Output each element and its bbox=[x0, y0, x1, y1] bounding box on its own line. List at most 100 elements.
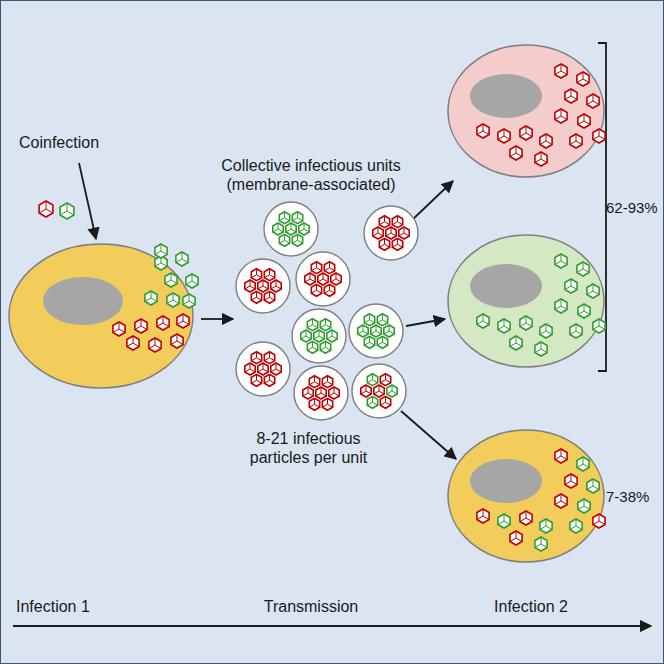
arrow bbox=[406, 319, 445, 326]
virus-particle bbox=[535, 537, 547, 551]
arrow bbox=[411, 181, 453, 221]
arrow bbox=[201, 318, 233, 320]
virus-particle bbox=[379, 238, 389, 250]
host-cell bbox=[448, 45, 604, 177]
virus-particle bbox=[587, 479, 599, 493]
virus-particle bbox=[367, 396, 377, 408]
virus-particle bbox=[520, 511, 532, 525]
virus-particle bbox=[264, 291, 274, 303]
virus-particle bbox=[320, 319, 330, 331]
virus-particle bbox=[498, 319, 510, 333]
virus-particle bbox=[322, 398, 332, 410]
virus-particle bbox=[593, 129, 605, 143]
virus-particle bbox=[361, 385, 371, 397]
virus-particle bbox=[577, 457, 589, 471]
virus-particle bbox=[399, 227, 409, 239]
virus-particle bbox=[384, 325, 394, 337]
membrane-vesicle bbox=[292, 309, 346, 363]
virus-particle bbox=[555, 64, 567, 78]
nucleus bbox=[470, 459, 542, 503]
virus-particle bbox=[320, 341, 330, 353]
virus-particle bbox=[299, 223, 309, 235]
virus-particle bbox=[331, 273, 341, 285]
virus-particle bbox=[520, 126, 532, 140]
virus-particle bbox=[555, 254, 567, 268]
virus-particle bbox=[165, 273, 177, 287]
membrane-vesicle bbox=[364, 206, 418, 260]
virus-particle bbox=[578, 304, 590, 318]
virus-particle bbox=[392, 216, 402, 228]
virus-particle bbox=[135, 319, 147, 333]
virus-particle bbox=[540, 324, 552, 338]
virus-particle bbox=[587, 94, 599, 108]
virus-particle bbox=[177, 314, 189, 328]
virus-particle bbox=[183, 294, 195, 308]
axis-label: Infection 2 bbox=[471, 597, 591, 616]
virus-particle bbox=[145, 291, 157, 305]
virus-particle bbox=[535, 342, 547, 356]
virus-particle bbox=[570, 519, 582, 533]
virus-particle bbox=[258, 280, 268, 292]
membrane-vesicle bbox=[236, 259, 290, 313]
virus-particle bbox=[251, 291, 261, 303]
virus-particle bbox=[374, 385, 384, 397]
virus-particle bbox=[286, 223, 296, 235]
virus-particle bbox=[570, 134, 582, 148]
virus-particle bbox=[386, 227, 396, 239]
virus-particle bbox=[565, 279, 577, 293]
virus-particle bbox=[176, 252, 188, 266]
virus-particle bbox=[510, 531, 522, 545]
virus-particle bbox=[245, 363, 255, 375]
virus-particle bbox=[498, 514, 510, 528]
membrane-vesicle bbox=[294, 366, 348, 420]
virus-particle bbox=[307, 319, 317, 331]
virus-particle bbox=[477, 124, 489, 138]
host-cell bbox=[448, 430, 604, 562]
virus-particle bbox=[279, 212, 289, 224]
virus-particle bbox=[127, 336, 139, 350]
annotation-label: 8-21 infectious particles per unit bbox=[236, 429, 381, 467]
virus-particle bbox=[358, 325, 368, 337]
virus-particle bbox=[555, 449, 567, 463]
virus-particle bbox=[587, 284, 599, 298]
virus-particle bbox=[540, 519, 552, 533]
membrane-vesicle bbox=[296, 252, 350, 306]
virus-particle bbox=[565, 89, 577, 103]
virus-particle bbox=[377, 336, 387, 348]
virus-particle bbox=[555, 494, 567, 508]
virus-particle bbox=[324, 284, 334, 296]
virus-particle bbox=[377, 314, 387, 326]
virus-particle bbox=[314, 330, 324, 342]
axis-label: Infection 1 bbox=[16, 597, 136, 616]
host-cell bbox=[9, 244, 193, 388]
virus-particle bbox=[510, 146, 522, 160]
nucleus bbox=[470, 264, 542, 308]
virus-particle bbox=[305, 273, 315, 285]
percentage-label: 7-38% bbox=[606, 487, 660, 506]
virus-particle bbox=[167, 293, 179, 307]
virus-particle bbox=[303, 387, 313, 399]
virus-particle bbox=[149, 338, 161, 352]
virus-particle bbox=[324, 262, 334, 274]
arrow bbox=[401, 411, 456, 459]
virus-particle bbox=[60, 203, 74, 219]
virus-particle bbox=[186, 274, 198, 288]
virus-particle bbox=[292, 234, 302, 246]
virus-particle bbox=[264, 269, 274, 281]
virus-particle bbox=[364, 314, 374, 326]
virus-particle bbox=[318, 273, 328, 285]
virus-particle bbox=[555, 299, 567, 313]
virus-particle bbox=[245, 280, 255, 292]
virus-particle bbox=[157, 316, 169, 330]
virus-particle bbox=[498, 129, 510, 143]
host-cell bbox=[448, 235, 604, 367]
virus-particle bbox=[307, 341, 317, 353]
membrane-vesicle bbox=[264, 202, 318, 256]
virus-particle bbox=[555, 109, 567, 123]
nucleus bbox=[43, 277, 123, 325]
virus-particle bbox=[578, 114, 590, 128]
virus-particle bbox=[510, 336, 522, 350]
annotation-label: Collective infectious units (membrane-as… bbox=[206, 156, 416, 194]
